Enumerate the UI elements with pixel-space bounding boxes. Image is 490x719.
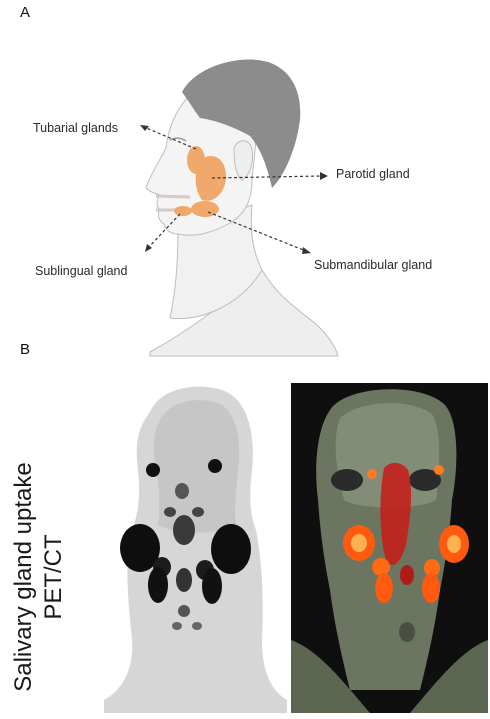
vertical-caption: Salivary gland uptake PET/CT bbox=[9, 452, 73, 702]
caption-line-2: PET/CT bbox=[39, 452, 69, 702]
pet-ct-fused-image bbox=[291, 383, 488, 713]
submandibular-gland-label: Submandibular gland bbox=[314, 258, 432, 272]
arrow-submandibular bbox=[302, 247, 311, 254]
sublingual-gland-label: Sublingual gland bbox=[35, 264, 127, 278]
parotid-gland-label: Parotid gland bbox=[336, 167, 410, 181]
caption-line-1: Salivary gland uptake bbox=[9, 452, 39, 702]
tubarial-glands-label: Tubarial glands bbox=[33, 121, 118, 135]
arrow-tubarial bbox=[140, 125, 149, 131]
sublingual-gland bbox=[174, 206, 192, 216]
pet-mip-image bbox=[104, 383, 287, 713]
arrow-parotid bbox=[320, 172, 328, 180]
arrow-sublingual bbox=[145, 244, 152, 252]
